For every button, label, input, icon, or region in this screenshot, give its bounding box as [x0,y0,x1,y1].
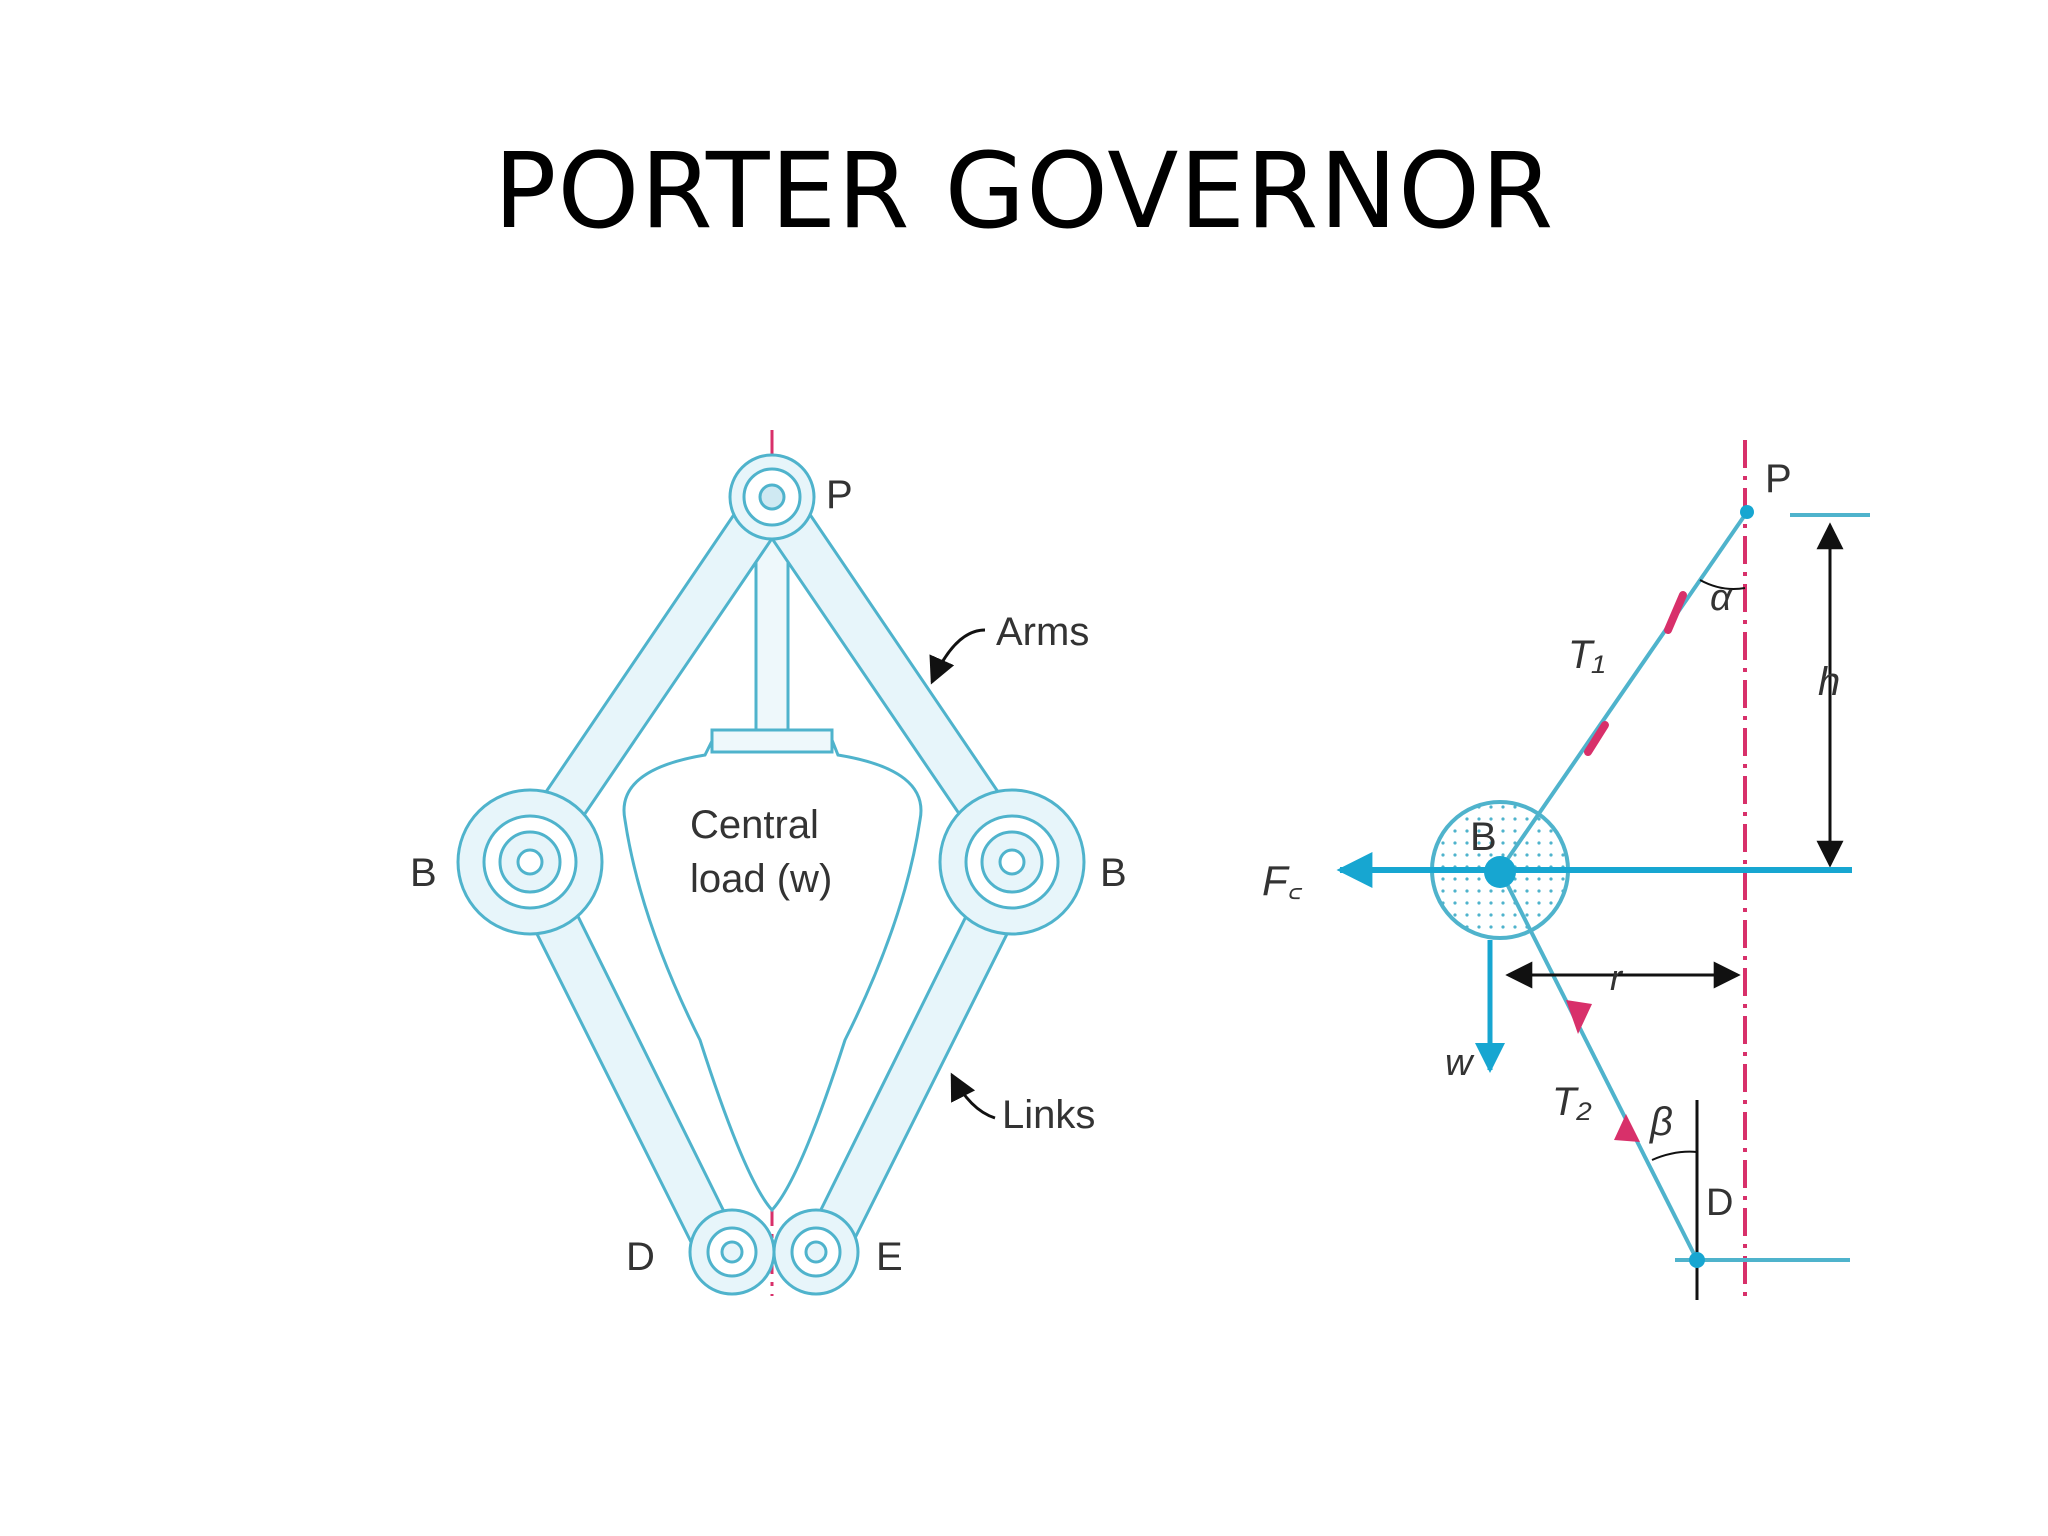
t1-upper-arrow-icon [1664,591,1687,634]
top-pivot-icon [728,453,816,541]
label-d-left: D [626,1235,655,1279]
central-load-cap [710,728,834,754]
pivot-p-dot [1740,505,1754,519]
arms-callout [929,628,986,685]
label-central-load-1: Central [690,803,819,847]
central-load [622,733,923,1213]
label-h: h [1818,660,1840,704]
t2-upper-arrow-icon [1566,1000,1592,1034]
label-alpha: α [1710,577,1733,619]
spindle [754,518,790,752]
label-t2: T₂ [1552,1080,1592,1124]
slide-title: PORTER GOVERNOR [493,130,1555,252]
label-p-left: P [826,473,853,517]
right-force-diagram [1336,440,1870,1300]
label-r: r [1610,957,1624,998]
label-central-load-2: load (w) [690,857,832,901]
t2-lower-arrow-icon [1614,1114,1640,1142]
right-ball-icon [938,788,1086,936]
label-b-left: B [410,851,437,895]
label-beta: β [1649,1100,1673,1144]
alpha-arc [1699,579,1746,590]
label-b-right-diagram: B [1470,815,1497,859]
beta-arc [1651,1150,1698,1161]
left-governor [456,430,1086,1300]
label-d-right: D [1706,1182,1733,1224]
label-arms: Arms [996,610,1089,654]
sleeve-left-pivot-icon [688,1208,776,1296]
label-w: w [1445,1042,1475,1084]
label-p-right: P [1765,457,1792,501]
label-b-right: B [1100,851,1127,895]
arm-pb [1498,510,1749,872]
t1-lower-arrow-icon [1584,721,1609,756]
label-t1: T₁ [1568,633,1605,677]
left-ball-icon [456,788,604,936]
pivot-d-dot [1689,1252,1705,1268]
label-links: Links [1002,1093,1095,1137]
label-e-left: E [876,1235,903,1279]
sleeve-right-pivot-icon [772,1208,860,1296]
links-callout [950,1072,996,1120]
label-fc: F꜀ [1262,857,1303,904]
link-bd [1498,869,1699,1261]
